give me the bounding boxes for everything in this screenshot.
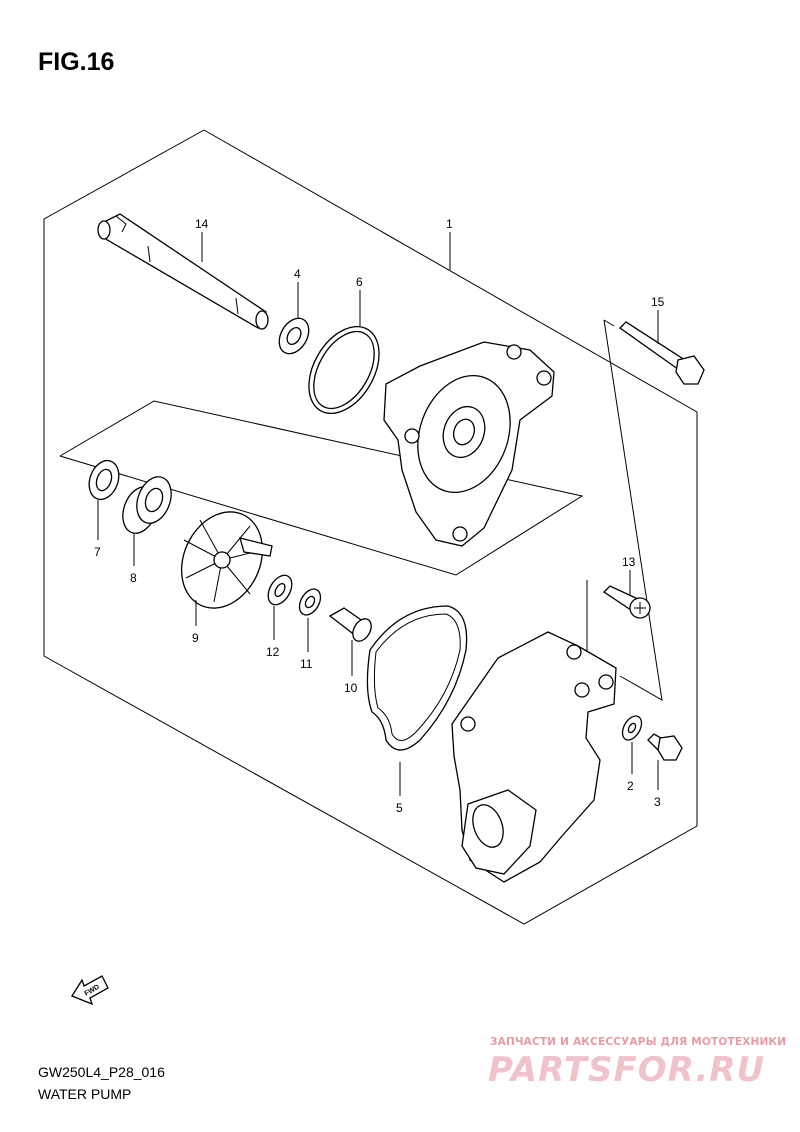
washer-4 (278, 317, 310, 355)
part-label-2: 2 (627, 779, 634, 793)
part-label-11: 11 (300, 657, 313, 671)
part-label-8: 8 (130, 571, 137, 585)
part-label-1: 1 (446, 217, 453, 231)
part-label-3: 3 (654, 795, 661, 809)
bolt-3 (647, 733, 683, 761)
bolt-bracket-lines (586, 319, 663, 701)
mechanical-seal-8 (122, 476, 172, 534)
part-label-7: 7 (94, 545, 101, 559)
pump-cover-1 (383, 341, 555, 547)
bolt-15 (618, 321, 705, 385)
washer-11 (298, 588, 322, 616)
shaft-14 (97, 213, 269, 330)
washer-12 (267, 574, 293, 606)
assembly-outline (43, 129, 698, 925)
watermark-logo: PARTSFOR.RU (488, 1050, 766, 1090)
screw-13 (602, 585, 651, 619)
part-label-9: 9 (192, 631, 199, 645)
part-label-12: 12 (266, 645, 280, 659)
impeller-9 (180, 511, 273, 609)
part-label-14: 14 (195, 217, 209, 231)
part-label-4: 4 (294, 267, 301, 281)
pump-case (451, 631, 617, 883)
part-label-10: 10 (344, 681, 358, 695)
part-label-6: 6 (356, 275, 363, 289)
part-label-13: 13 (622, 555, 636, 569)
diagram-code: GW250L4_P28_016 (38, 1064, 165, 1080)
leader-lines (97, 232, 659, 796)
bolt-10 (328, 607, 372, 642)
gasket-5 (366, 605, 468, 751)
o-ring-6 (308, 325, 380, 415)
part-number-labels: 14 4 6 1 15 7 8 9 12 11 10 5 13 2 3 (94, 217, 665, 815)
sub-assembly-outline (59, 400, 584, 576)
part-label-5: 5 (396, 801, 403, 815)
part-label-15: 15 (651, 295, 665, 309)
washer-2 (621, 715, 643, 741)
watermark-caption: ЗАПЧАСТИ И АКСЕССУАРЫ ДЛЯ МОТОТЕХНИКИ (490, 1036, 787, 1048)
diagram-name: WATER PUMP (38, 1086, 132, 1102)
figure-title: FIG.16 (38, 48, 115, 76)
oil-seal-7 (88, 459, 120, 501)
forward-direction-arrow: FWD (71, 975, 109, 1006)
